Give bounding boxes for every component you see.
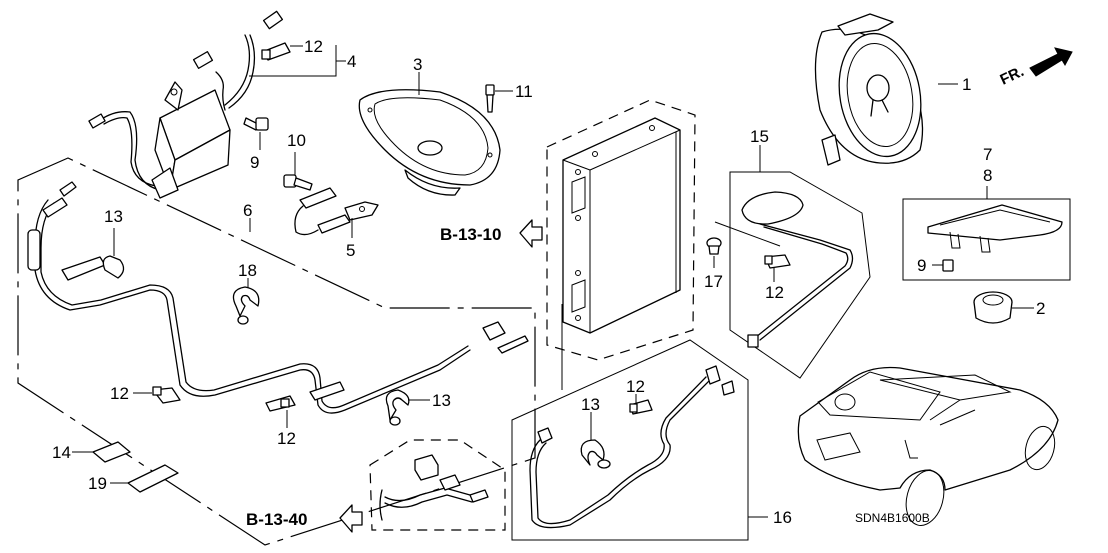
clamp-part-18[interactable]: [232, 286, 260, 325]
arrow-left-icon: [519, 219, 543, 248]
harness-connector-b-13-40[interactable]: [379, 454, 489, 521]
bolt-part-11b[interactable]: [283, 174, 313, 191]
clip-part-12c[interactable]: [265, 395, 296, 412]
callout-11a: 9: [250, 153, 259, 172]
vehicle-locator-illustration: [797, 366, 1059, 526]
callout-12a: 12: [304, 37, 323, 56]
callout-8: 8: [983, 166, 992, 185]
callout-19: 19: [88, 474, 107, 493]
callout-2: 2: [1036, 299, 1045, 318]
callout-7: 7: [983, 145, 992, 164]
ref-b-13-10[interactable]: B-13-10: [440, 225, 501, 244]
callout-10: 11: [515, 82, 533, 101]
callout-1: 1: [962, 75, 971, 94]
clip-part-12b[interactable]: [152, 386, 181, 404]
clip-part-12e[interactable]: [629, 399, 653, 415]
clip-part-12d[interactable]: [764, 254, 791, 269]
callout-13a: 13: [104, 207, 123, 226]
callout-14: 14: [52, 443, 71, 462]
clamp-part-13b[interactable]: [385, 389, 410, 426]
callout-3: 3: [413, 55, 422, 74]
callout-16: 16: [773, 508, 792, 527]
callout-11b: 10: [287, 131, 306, 150]
cushion-pad-19[interactable]: [127, 464, 179, 493]
nut-part-17[interactable]: [706, 237, 722, 255]
clamp-part-13c[interactable]: [580, 439, 611, 469]
callout-18: 18: [238, 261, 257, 280]
fr-label: FR.: [998, 63, 1027, 89]
callout-17: 17: [704, 272, 723, 291]
oval-speaker[interactable]: [358, 89, 501, 196]
callout-12e: 12: [626, 377, 645, 396]
callout-6: 6: [243, 201, 252, 220]
audio-unit-group: [546, 99, 696, 361]
callout-12b: 12: [110, 384, 129, 403]
grille-clip-part-9[interactable]: [942, 259, 954, 272]
callout-5: 5: [346, 241, 355, 260]
callout-9: 9: [917, 256, 926, 275]
roof-antenna[interactable]: [741, 191, 854, 348]
callout-4: 4: [347, 52, 356, 71]
callout-13b: 13: [432, 391, 451, 410]
callout-12c: 12: [277, 429, 296, 448]
bolt-part-11a[interactable]: [243, 117, 269, 131]
diagram-code: SDN4B1600B: [855, 511, 930, 525]
front-direction-indicator: FR.: [998, 47, 1073, 89]
screw-part-10[interactable]: [485, 84, 495, 113]
cushion-pad-14[interactable]: [92, 441, 131, 463]
noise-filter[interactable]: [294, 187, 379, 236]
speaker-grille[interactable]: [927, 204, 1063, 253]
antenna-amplifier[interactable]: [88, 10, 284, 199]
rear-speaker[interactable]: [814, 13, 930, 166]
callout-15: 15: [750, 127, 769, 146]
callout-13c: 13: [581, 395, 600, 414]
antenna-feeder-cable[interactable]: [27, 181, 529, 414]
tweeter[interactable]: [973, 291, 1013, 324]
sub-feeder-cable[interactable]: [529, 365, 735, 529]
audio-unit[interactable]: [562, 117, 681, 334]
clamp-part-13a[interactable]: [102, 255, 125, 279]
arrow-right-icon: [1029, 47, 1073, 77]
clip-part-12a[interactable]: [261, 42, 291, 61]
callout-12d: 12: [765, 283, 784, 302]
ref-b-13-40[interactable]: B-13-40: [246, 510, 307, 529]
arrow-left-icon: [339, 504, 363, 533]
